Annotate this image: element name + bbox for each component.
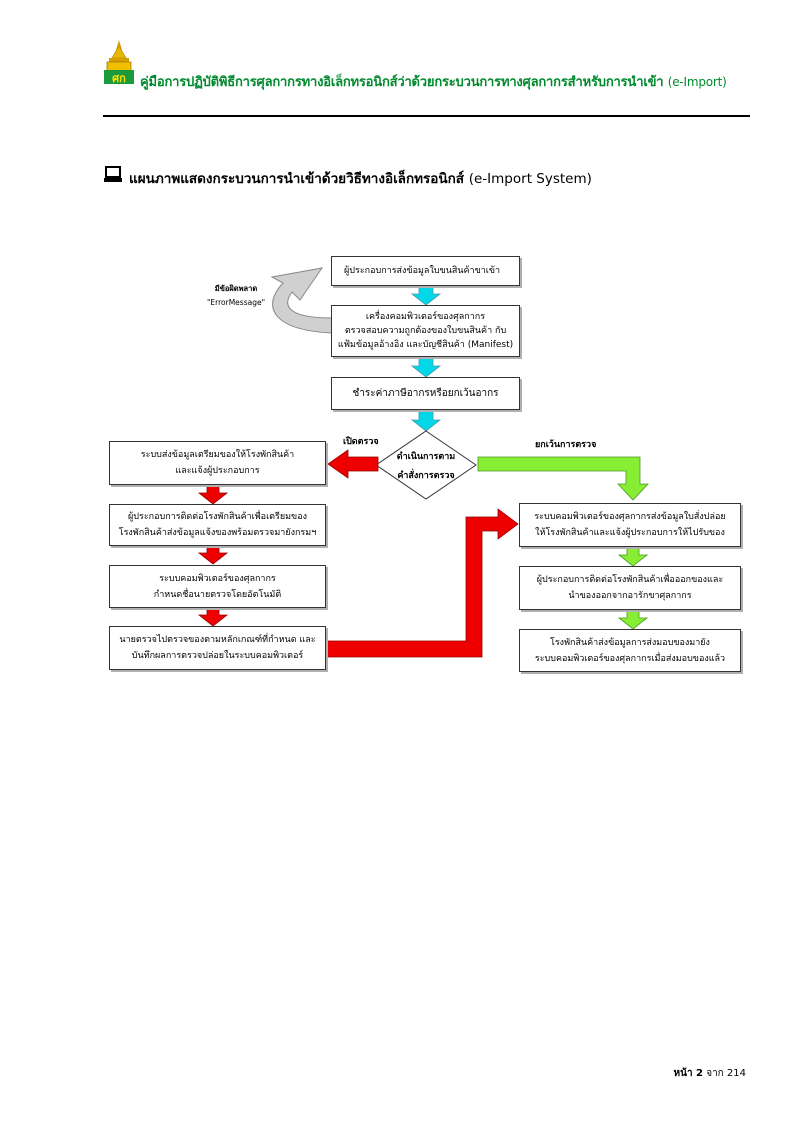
step-submit-declaration-text: ผู้ประกอบการส่งข้อมูลใบขนสินค้าขาเข้า (344, 266, 501, 276)
step-verification-line-1: เครื่องคอมพิวเตอร์ของศุลกากร (365, 312, 486, 322)
left-step-3-line-2: กำหนดชื่อนายตรวจโดยอัตโนมัติ (153, 589, 282, 600)
decision-line-1: ดำเนินการตาม (396, 452, 456, 462)
right-step-pick-up-goods: ผู้ประกอบการติดต่อโรงพักสินค้าเพื่อออกขอ… (519, 566, 741, 610)
error-message-label: มีข้อผิดพลาด "ErrorMessage" (196, 282, 276, 310)
svg-text:ศก: ศก (112, 72, 126, 85)
error-title: มีข้อผิดพลาด (214, 284, 258, 293)
red-arrow-left-1 (197, 485, 229, 505)
section-title-thai: แผนภาพแสดงกระบวนการนำเข้าด้วยวิธีทางอิเล… (129, 171, 465, 187)
right-step-2-line-1: ผู้ประกอบการติดต่อโรงพักสินค้าเพื่อออกขอ… (536, 575, 724, 585)
red-arrow-left-2 (197, 545, 229, 565)
header-title-suffix: (e-Import) (667, 75, 727, 89)
green-arrow-right-2 (617, 609, 649, 630)
section-title: แผนภาพแสดงกระบวนการนำเข้าด้วยวิธีทางอิเล… (129, 167, 592, 189)
left-step-1-line-1: ระบบส่งข้อมูลเตรียมของให้โรงพักสินค้า (140, 450, 295, 460)
red-arrow-inspect (327, 449, 379, 479)
right-step-release-order: ระบบคอมพิวเตอร์ของศุลกากรส่งข้อมูลใบสั่ง… (519, 503, 741, 547)
section-title-suffix: (e-Import System) (468, 171, 592, 187)
step-verification-line-3: แฟ้มข้อมูลอ้างอิง และบัญชีสินค้า (Manife… (337, 340, 514, 350)
red-arrow-left-3 (197, 607, 229, 627)
left-step-3-line-1: ระบบคอมพิวเตอร์ของศุลกากร (159, 573, 276, 584)
left-step-assign-inspector: ระบบคอมพิวเตอร์ของศุลกากร กำหนดชื่อนายตร… (109, 565, 326, 608)
left-step-2-line-2: โรงพักสินค้าส่งข้อมูลแจ้งของพร้อมตรวจมาย… (118, 528, 317, 538)
decision-inspection-order: ดำเนินการตาม คำสั่งการตรวจ (380, 448, 472, 486)
left-step-inspect-record: นายตรวจไปตรวจของตามหลักเกณฑ์ที่กำหนด และ… (109, 626, 326, 670)
cyan-arrow-3 (410, 410, 442, 432)
header-divider (103, 115, 750, 117)
error-message: "ErrorMessage" (206, 298, 266, 307)
left-step-prepare-goods: ระบบส่งข้อมูลเตรียมของให้โรงพักสินค้า แล… (109, 441, 326, 485)
left-step-4-line-1: นายตรวจไปตรวจของตามหลักเกณฑ์ที่กำหนด และ (119, 635, 316, 645)
left-step-contact-warehouse: ผู้ประกอบการติดต่อโรงพักสินค้าเพื่อเตรีย… (109, 504, 326, 546)
step-submit-declaration: ผู้ประกอบการส่งข้อมูลใบขนสินค้าขาเข้า (331, 256, 520, 286)
red-connector-to-release (326, 508, 519, 658)
error-loop-arrow (270, 267, 333, 334)
green-arrow-right-1 (617, 546, 649, 567)
customs-emblem-logo: ศก (104, 40, 134, 85)
right-step-1-line-1: ระบบคอมพิวเตอร์ของศุลกากรส่งข้อมูลใบสั่ง… (534, 512, 726, 522)
right-step-delivery-confirmation: โรงพักสินค้าส่งข้อมูลการส่งมอบของมายัง ร… (519, 629, 741, 672)
computer-icon (104, 166, 122, 182)
page-number: หน้า 2 จาก 214 (674, 1066, 746, 1081)
left-step-4-line-2: บันทึกผลการตรวจปล่อยในระบบคอมพิวเตอร์ (131, 651, 304, 661)
label-inspect: เปิดตรวจ (343, 437, 379, 447)
right-step-1-line-2: ให้โรงพักสินค้าและแจ้งผู้ประกอบการให้ไปร… (535, 528, 725, 538)
step-system-verification: เครื่องคอมพิวเตอร์ของศุลกากร ตรวจสอบความ… (331, 305, 520, 357)
document-header-title: คู่มือการปฏิบัติพิธีการศุลกากรทางอิเล็กท… (140, 71, 727, 92)
left-step-2-line-1: ผู้ประกอบการติดต่อโรงพักสินค้าเพื่อเตรีย… (128, 512, 307, 522)
header-title-thai: คู่มือการปฏิบัติพิธีการศุลกากรทางอิเล็กท… (140, 75, 664, 90)
cyan-arrow-1 (410, 285, 442, 306)
decision-diamond (375, 430, 477, 500)
right-step-3-line-2: ระบบคอมพิวเตอร์ของศุลกากรเมื่อส่งมอบของแ… (534, 653, 726, 664)
decision-line-2: คำสั่งการตรวจ (397, 471, 455, 481)
page-label: หน้า 2 (673, 1068, 704, 1079)
right-step-2-line-2: นำของออกจากอารักขาศุลกากร (568, 591, 692, 601)
label-exempt-inspection: ยกเว้นการตรวจ (535, 440, 597, 450)
cyan-arrow-2 (410, 356, 442, 378)
page-total: จาก 214 (706, 1068, 746, 1079)
step-verification-line-2: ตรวจสอบความถูกต้องของใบขนสินค้า กับ (344, 326, 507, 336)
step-pay-duty-text: ชำระค่าภาษีอากรหรือยกเว้นอากร (352, 387, 499, 399)
step-pay-duty: ชำระค่าภาษีอากรหรือยกเว้นอากร (331, 377, 520, 410)
left-step-1-line-2: และแจ้งผู้ประกอบการ (175, 466, 260, 476)
right-step-3-line-1: โรงพักสินค้าส่งข้อมูลการส่งมอบของมายัง (550, 637, 710, 648)
green-arrow-exempt (477, 456, 649, 501)
